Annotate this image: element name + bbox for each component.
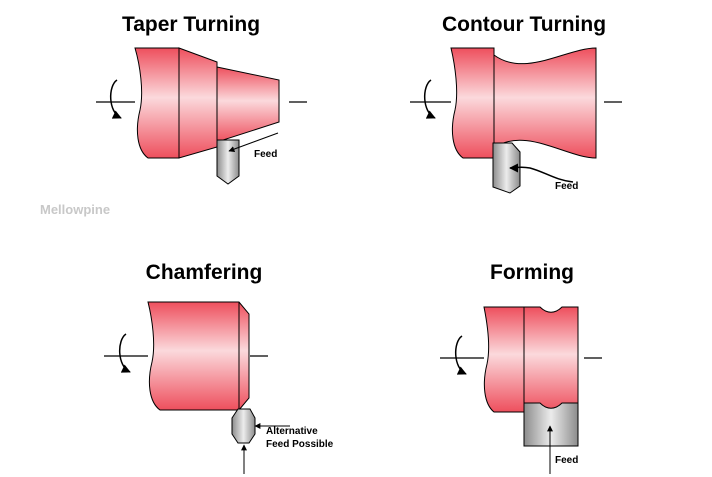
- form-tool: [523, 402, 579, 447]
- watermark: Mellowpine: [40, 202, 110, 217]
- workpiece: [147, 301, 250, 411]
- panel-chamfering: Chamfering Alternative Feed Possible: [104, 261, 334, 474]
- panel-title: Contour Turning: [442, 13, 606, 36]
- panel-title: Forming: [490, 261, 574, 284]
- rotation-indicator: [104, 333, 268, 373]
- workpiece: [134, 47, 280, 159]
- cutting-tool: [216, 139, 240, 185]
- feed-arrow: [509, 163, 574, 183]
- rotation-indicator: [96, 79, 307, 119]
- workpiece: [450, 47, 597, 159]
- panel-taper-turning: Taper Turning Feed: [96, 13, 307, 185]
- rotation-indicator: [440, 335, 602, 375]
- cutting-tool: [231, 408, 256, 444]
- feed-label: Feed: [555, 455, 578, 466]
- panel-title: Chamfering: [146, 261, 263, 284]
- cutting-tool: [492, 142, 521, 194]
- feed-label: Feed: [555, 181, 578, 192]
- workpiece: [483, 306, 579, 413]
- rotation-indicator: [410, 79, 622, 119]
- panel-forming: Forming Feed: [440, 261, 602, 474]
- feed-label-line1: Alternative: [266, 426, 318, 437]
- panel-title: Taper Turning: [122, 13, 260, 36]
- feed-arrow: [228, 132, 279, 152]
- panel-contour-turning: Contour Turning Feed: [410, 13, 622, 194]
- feed-label: Feed: [254, 149, 277, 160]
- feed-label-line2: Feed Possible: [266, 439, 334, 450]
